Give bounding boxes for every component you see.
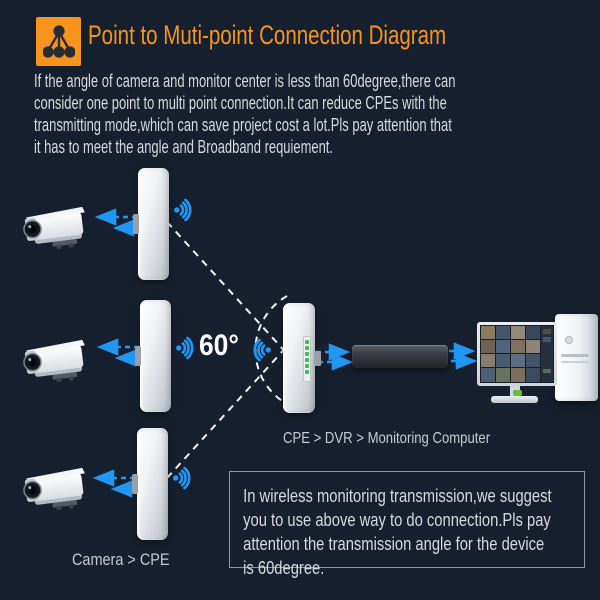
tower-drive-slot <box>561 361 589 363</box>
monitor-stand-accent <box>513 390 522 396</box>
wifi-signal-icon <box>171 464 198 497</box>
wifi-signal-icon <box>172 196 199 229</box>
pc-tower <box>555 314 598 401</box>
point-to-multipoint-icon <box>36 17 81 66</box>
monitor-stand-base <box>491 396 538 403</box>
cpe-led-strip <box>303 336 311 382</box>
camera-icon <box>22 334 94 391</box>
angle-label: 60° <box>199 329 239 362</box>
cctv-monitor <box>477 322 557 386</box>
camera-icon <box>22 462 94 519</box>
tower-drive-slot <box>561 354 589 357</box>
camera-link-arrows <box>92 208 139 498</box>
camera-icon <box>22 201 94 258</box>
wifi-signal-icon <box>174 334 201 367</box>
note-text: In wireless monitoring transmission,we s… <box>243 486 552 578</box>
cpe-device <box>135 300 171 412</box>
cpe-device <box>133 168 169 280</box>
cpe-mount <box>133 214 139 234</box>
cpe-port <box>314 351 321 366</box>
wifi-signal-icon-left <box>246 336 273 369</box>
share-nodes-glyph <box>42 24 75 58</box>
camera-cpe-label: Camera > CPE <box>72 550 170 569</box>
intro-text: If the angle of camera and monitor cente… <box>34 71 456 157</box>
tower-power-button <box>565 336 573 344</box>
cpe-mount <box>132 474 138 494</box>
note-box: In wireless monitoring transmission,we s… <box>229 471 585 578</box>
dvr-device <box>352 345 448 368</box>
page-title: Point to Muti-point Connection Diagram <box>88 20 447 50</box>
center-cpe-device <box>283 303 321 413</box>
cpe-device <box>132 428 168 540</box>
cpe-mount <box>135 346 141 366</box>
cctv-grid-screen <box>480 325 554 383</box>
cpe-dvr-computer-label: CPE > DVR > Monitoring Computer <box>283 430 491 447</box>
